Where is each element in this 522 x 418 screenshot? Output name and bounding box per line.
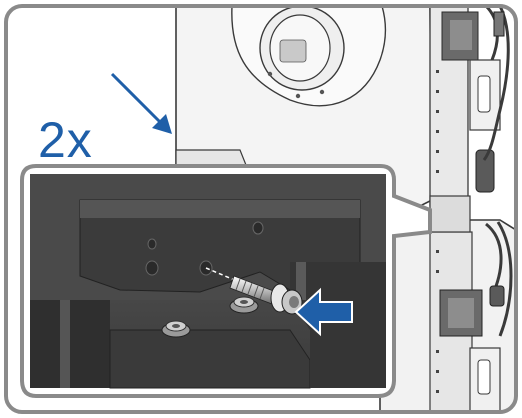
nut-icon [161,320,191,338]
nut-icon [229,296,259,314]
upper-side-bracket [429,6,510,207]
hole [145,260,159,276]
lower-inverter [379,219,516,412]
display-icon [279,39,307,63]
count-label: 2x [38,112,93,168]
frame-border [4,4,518,414]
arrow-down-right-icon [110,72,172,134]
detail-callout [20,164,432,398]
screw-icon [205,267,303,315]
display-panel [231,6,387,107]
hole [252,221,264,235]
led-icon [267,71,273,77]
mounting-bracket [429,195,471,233]
led-icon [295,93,301,99]
arrow-left-icon [294,287,353,337]
led-icon [319,89,325,95]
frame-content [6,6,516,412]
